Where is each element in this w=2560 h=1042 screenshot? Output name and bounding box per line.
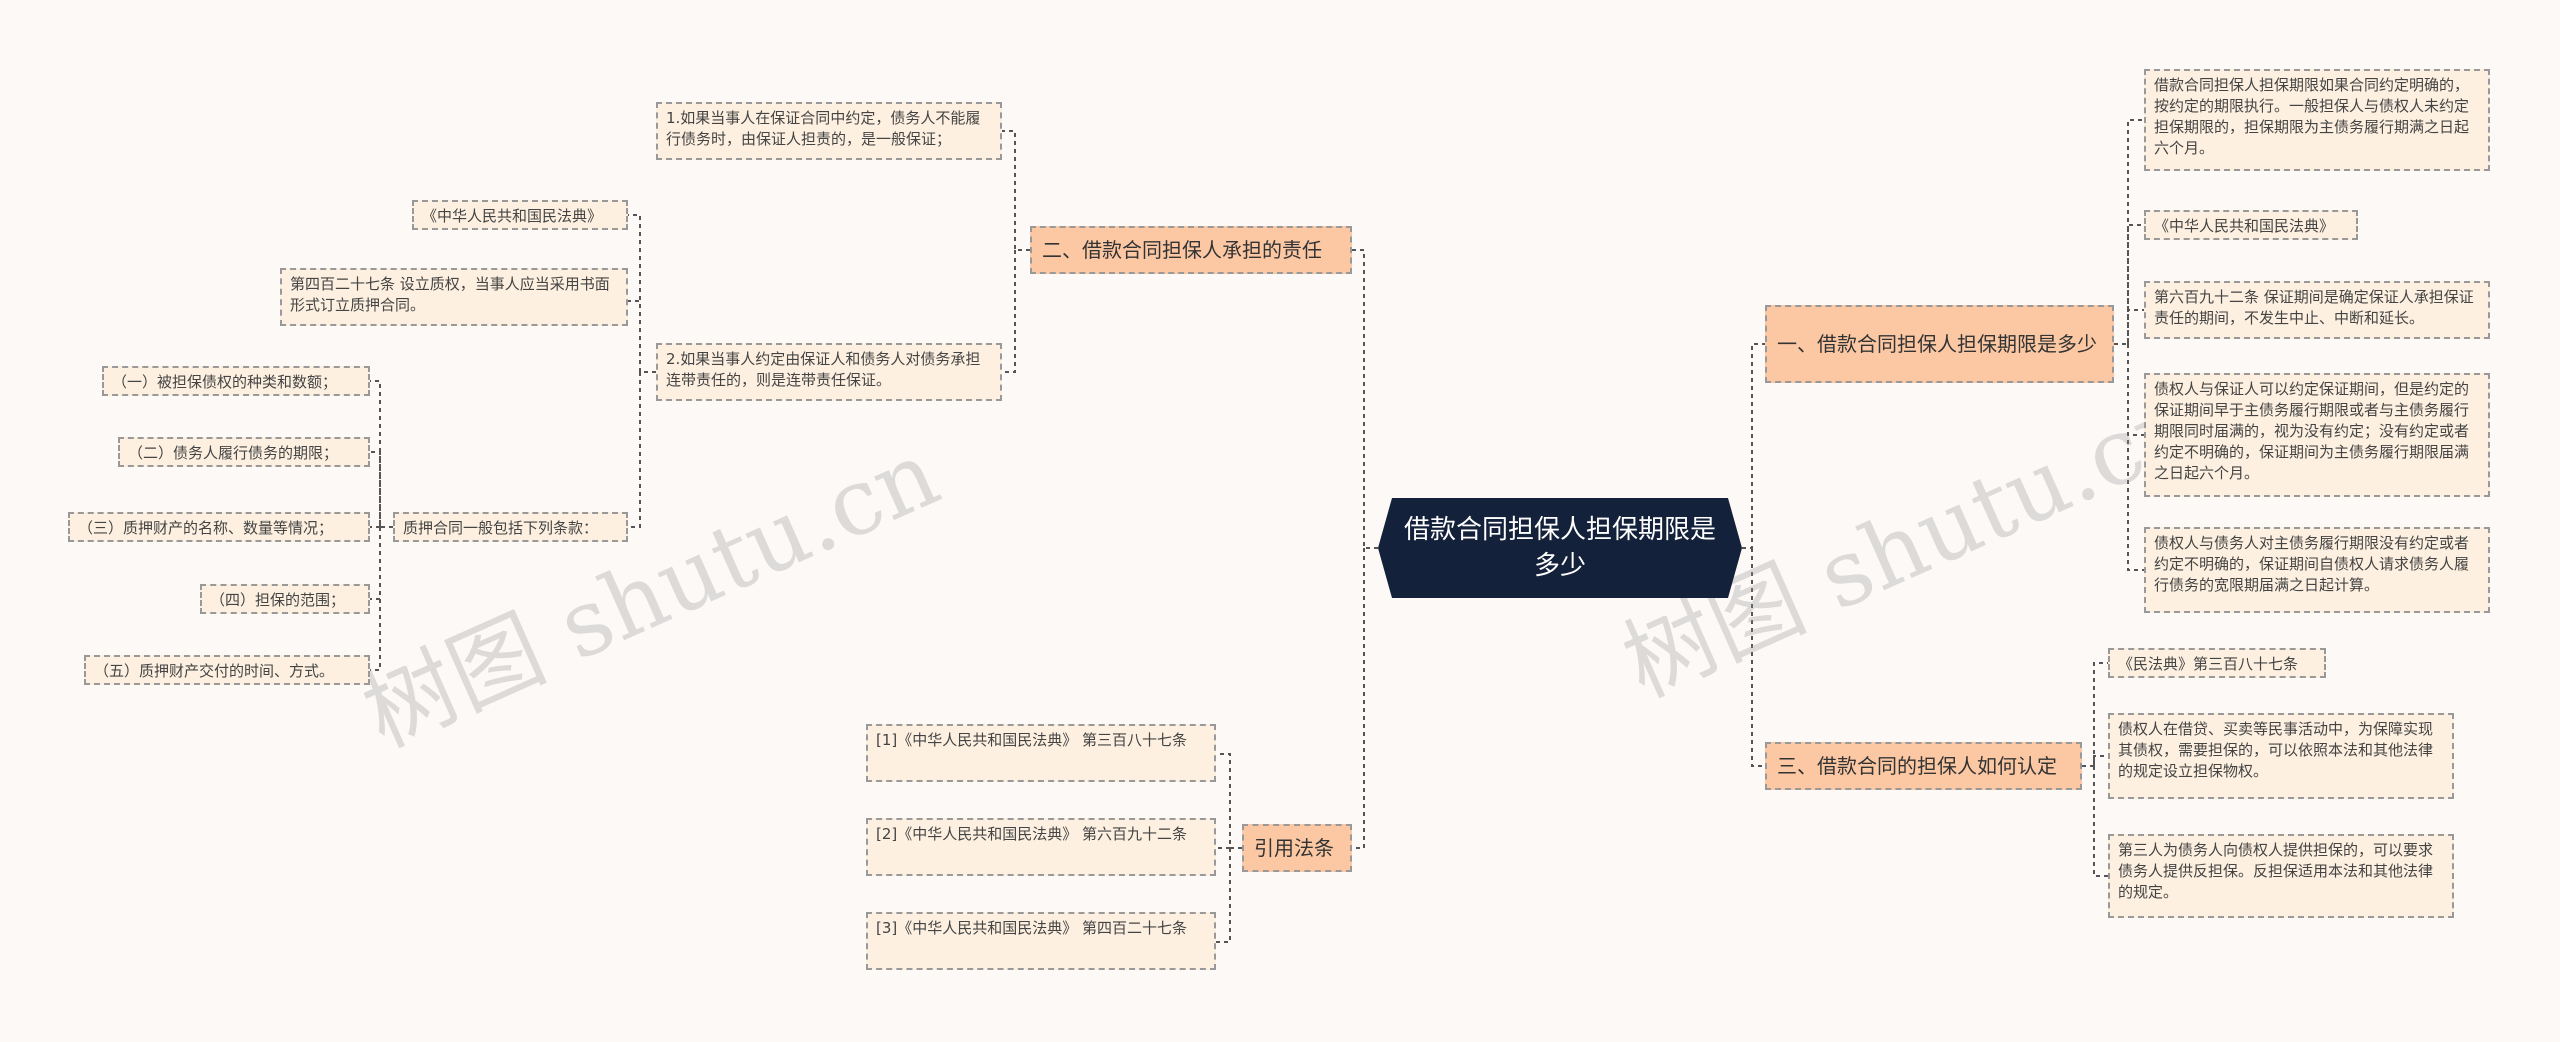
leaf-ref-2[interactable]: [2]《中华人民共和国民法典》 第六百九十二条 xyxy=(866,818,1216,876)
leaf-civil-code-title[interactable]: 《中华人民共和国民法典》 xyxy=(412,200,628,230)
link-l2-l5 xyxy=(628,372,641,528)
branch-guarantor-determination[interactable]: 三、借款合同的担保人如何认定 xyxy=(1765,742,2082,790)
leaf-ref-1[interactable]: [1]《中华人民共和国民法典》 第三百八十七条 xyxy=(866,724,1216,782)
link-l5-l9 xyxy=(370,527,381,600)
leaf-counter-guarantee[interactable]: 第三人为债务人向债权人提供担保的，可以要求债务人提供反担保。反担保适用本法和其他… xyxy=(2108,834,2454,918)
root-topic[interactable]: 借款合同担保人担保期限是多少 xyxy=(1378,498,1742,598)
link-root-b2 xyxy=(1352,548,1365,849)
branch-guarantor-liability[interactable]: 二、借款合同担保人承担的责任 xyxy=(1030,226,1352,274)
leaf-civil-code-title-right[interactable]: 《中华人民共和国民法典》 xyxy=(2144,210,2358,240)
leaf-period-agreement-rules[interactable]: 债权人与保证人可以约定保证期间，但是约定的保证期间早于主债务履行期限或者与主债务… xyxy=(2144,373,2490,497)
link-b3-r2 xyxy=(2127,224,2144,344)
leaf-article-387-text[interactable]: 债权人在借贷、买卖等民事活动中，为保障实现其债权，需要担保的，可以依照本法和其他… xyxy=(2108,713,2454,799)
leaf-clause-5[interactable]: （五）质押财产交付的时间、方式。 xyxy=(84,655,370,685)
link-l5-l7 xyxy=(370,451,381,527)
link-b4-r7 xyxy=(2093,755,2108,766)
link-root-b1 xyxy=(1352,249,1378,549)
leaf-article-427[interactable]: 第四百二十七条 设立质权，当事人应当采用书面形式订立质押合同。 xyxy=(280,268,628,326)
leaf-article-387-title[interactable]: 《民法典》第三百八十七条 xyxy=(2108,648,2326,678)
link-b3-r4 xyxy=(2127,344,2144,436)
leaf-clause-3[interactable]: （三）质押财产的名称、数量等情况； xyxy=(68,512,370,542)
leaf-period-agreed[interactable]: 借款合同担保人担保期限如果合同约定明确的，按约定的期限执行。一般担保人与债权人未… xyxy=(2144,69,2490,171)
link-b1-l1 xyxy=(1002,130,1030,251)
leaf-article-692[interactable]: 第六百九十二条 保证期间是确定保证人承担保证责任的期间，不发生中止、中断和延长。 xyxy=(2144,281,2490,339)
link-b2-l13 xyxy=(1216,848,1231,943)
branch-guarantee-period[interactable]: 一、借款合同担保人担保期限是多少 xyxy=(1765,305,2114,383)
branch-cited-laws[interactable]: 引用法条 xyxy=(1242,824,1352,872)
leaf-clause-4[interactable]: （四）担保的范围； xyxy=(200,584,370,614)
link-root-b4 xyxy=(1751,548,1765,767)
leaf-period-grace-rule[interactable]: 债权人与债务人对主债务履行期限没有约定或者约定不明确的，保证期间自债权人请求债务… xyxy=(2144,527,2490,613)
leaf-joint-guarantee[interactable]: 2.如果当事人约定由保证人和债务人对债务承担连带责任的，则是连带责任保证。 xyxy=(656,343,1002,401)
leaf-clause-2[interactable]: （二）债务人履行债务的期限； xyxy=(118,437,370,467)
link-l2-l4 xyxy=(628,300,641,372)
link-b2-l11 xyxy=(1216,753,1242,849)
link-root-b3 xyxy=(1742,343,1765,549)
leaf-pledge-contract-clauses[interactable]: 质押合同一般包括下列条款： xyxy=(393,512,628,542)
link-b1-l2 xyxy=(1002,250,1016,373)
link-b4-r8 xyxy=(2093,766,2108,877)
link-l5-l6 xyxy=(370,380,393,528)
leaf-clause-1[interactable]: （一）被担保债权的种类和数额； xyxy=(102,366,370,396)
link-l2-l3 xyxy=(628,214,656,373)
link-b4-r6 xyxy=(2082,662,2108,767)
leaf-general-guarantee[interactable]: 1.如果当事人在保证合同中约定，债务人不能履行债务时，由保证人担责的，是一般保证… xyxy=(656,102,1002,160)
link-b3-r3 xyxy=(2127,309,2144,344)
leaf-ref-3[interactable]: [3]《中华人民共和国民法典》 第四百二十七条 xyxy=(866,912,1216,970)
link-b3-r5 xyxy=(2127,344,2144,571)
